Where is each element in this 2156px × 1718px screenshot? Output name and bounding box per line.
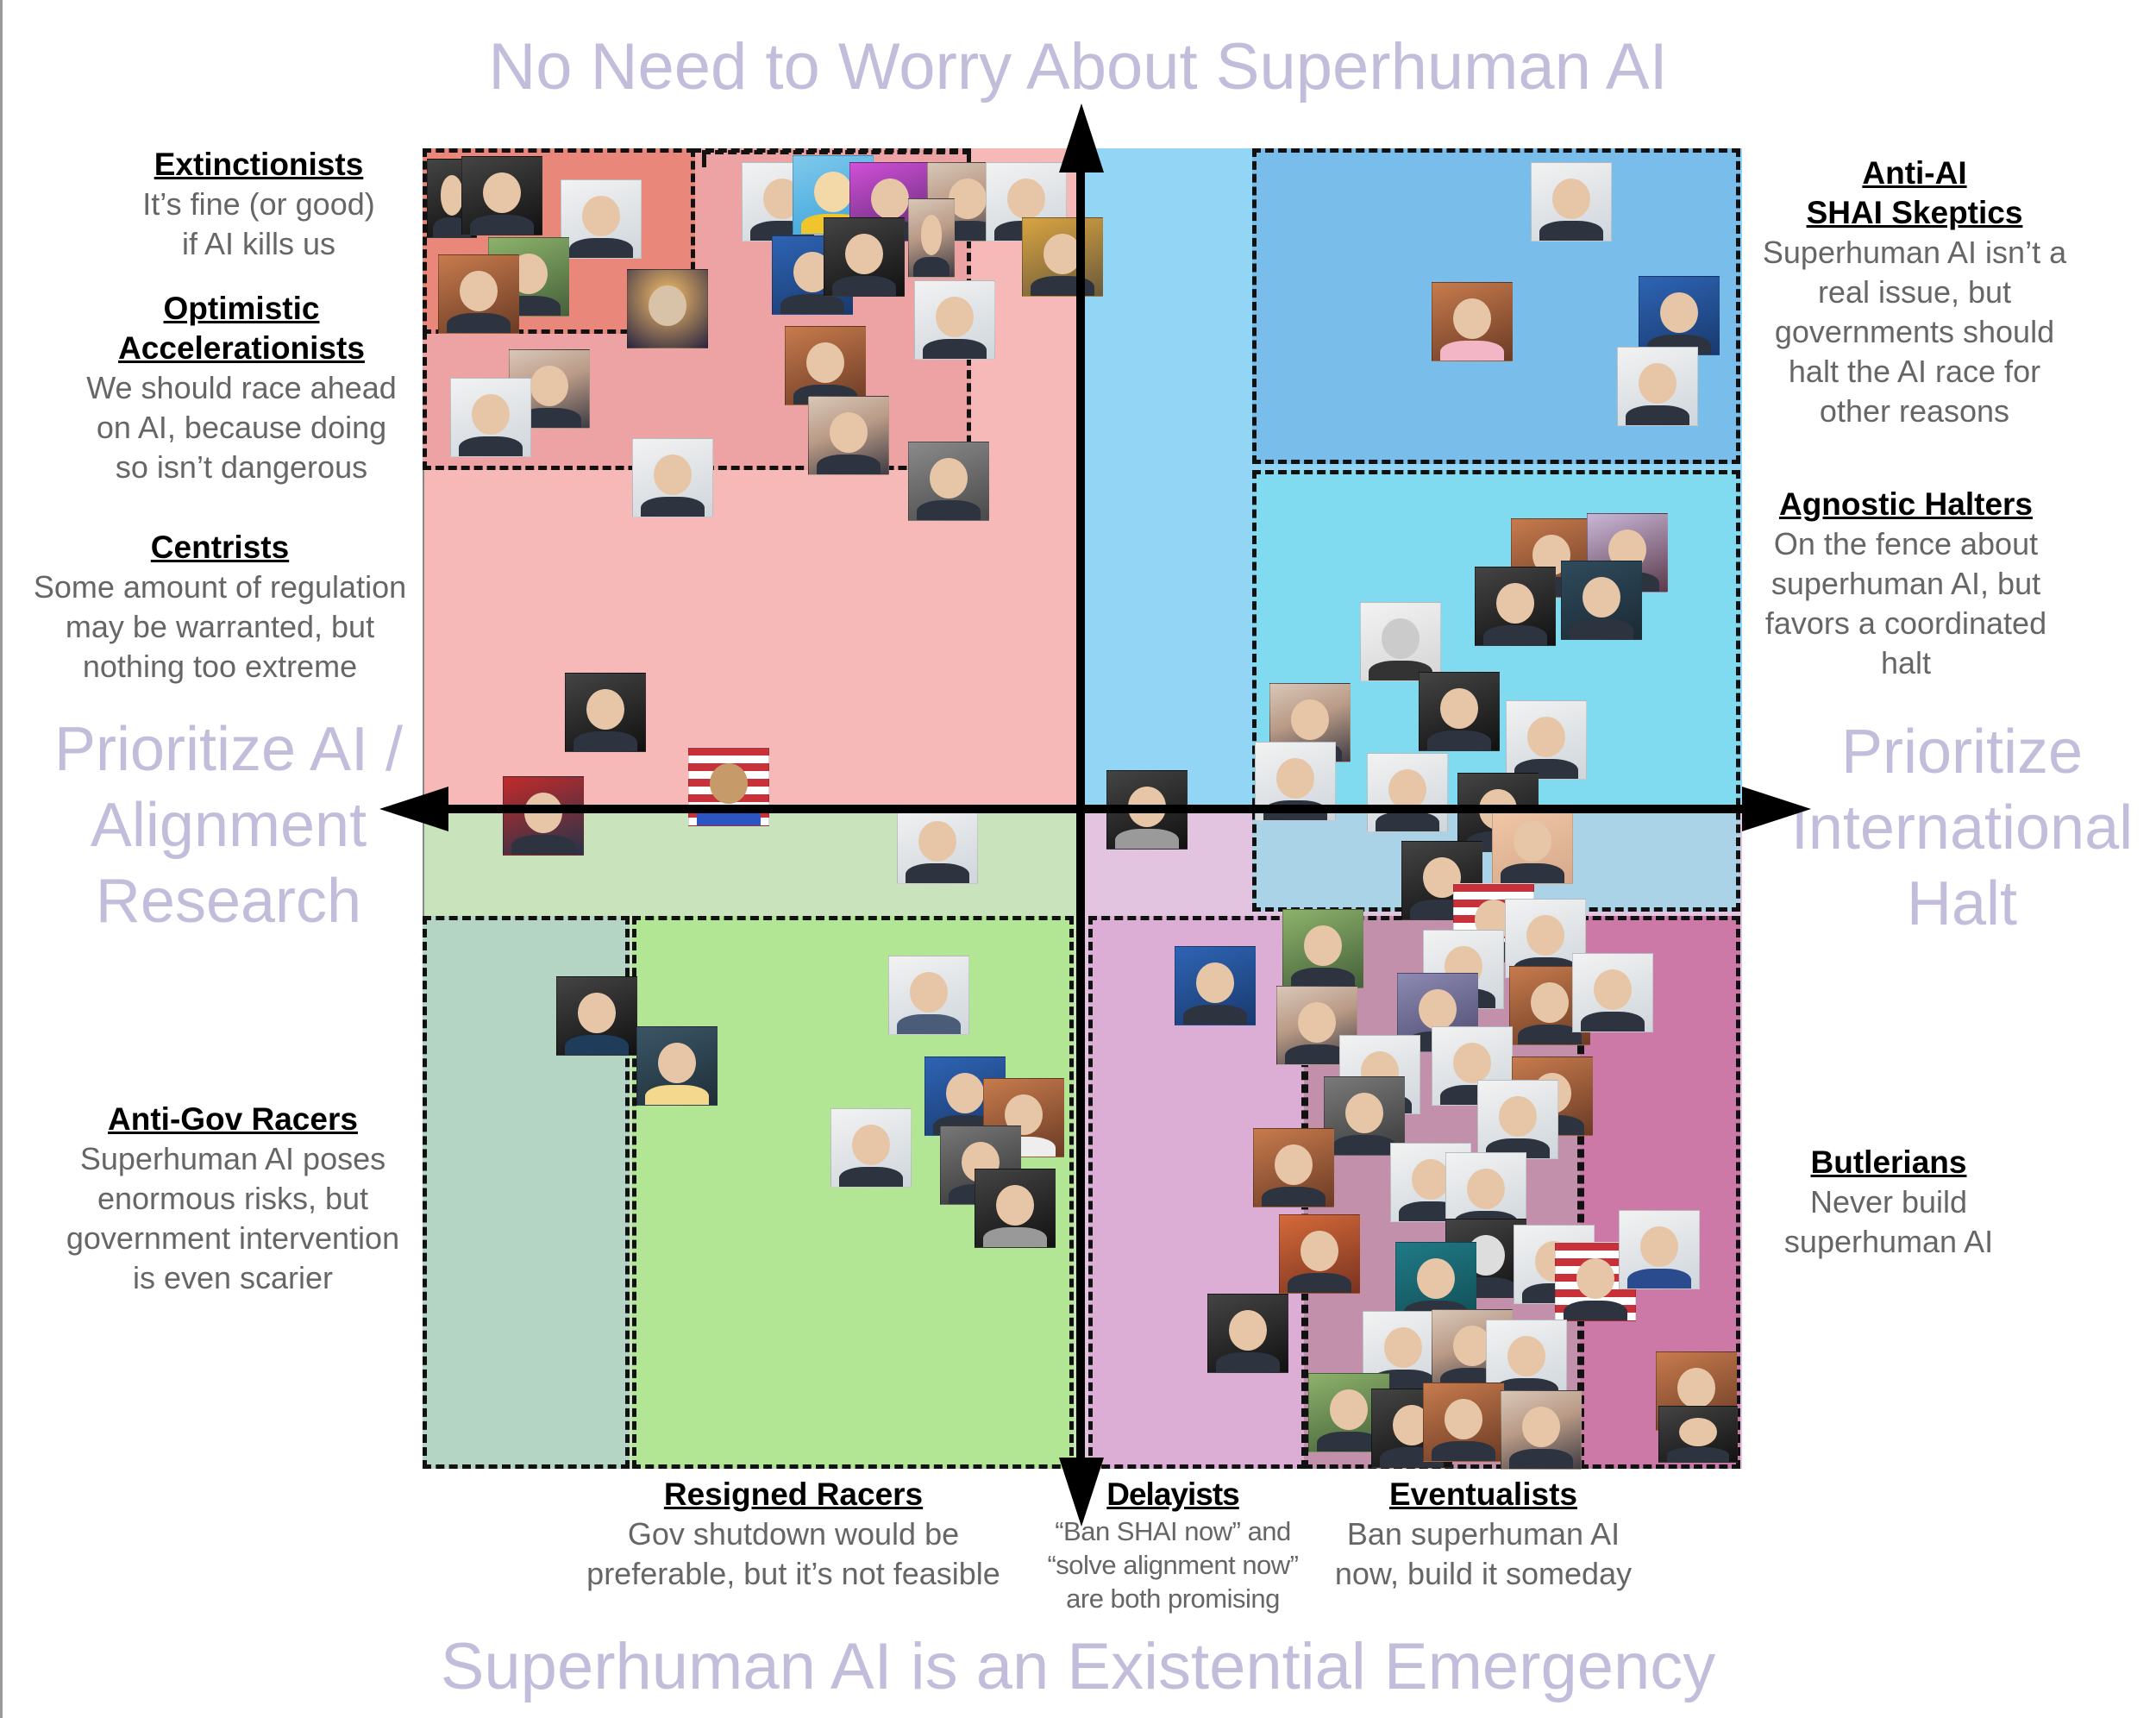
label-butlerians: Butlerians Never build superhuman AI (1759, 1143, 2018, 1262)
vertical-axis (1076, 148, 1085, 1481)
label-title: Eventualists (1389, 1477, 1577, 1512)
portrait (1501, 1390, 1582, 1470)
horizontal-axis (423, 805, 1742, 813)
portrait (908, 198, 955, 278)
label-desc: On the fence about superhuman AI, but fa… (1764, 526, 2047, 680)
portrait (888, 956, 969, 1035)
arrow-right-icon (1742, 787, 1811, 831)
label-centrists: Centrists Some amount of regulation may … (9, 528, 431, 687)
portrait (897, 805, 978, 884)
axis-title-right: Prioritize International Halt (1790, 718, 2134, 938)
region-optimistic-accelerationists-top (702, 150, 971, 167)
portrait (636, 1026, 718, 1106)
portrait (1175, 946, 1256, 1025)
axis-title-left: Prioritize AI / Alignment Research (53, 715, 404, 936)
portrait (1324, 1076, 1405, 1156)
portrait (830, 1108, 912, 1188)
portrait (1253, 1128, 1334, 1207)
label-title-line1: Optimistic (163, 291, 320, 326)
portrait (1363, 1311, 1444, 1390)
label-title: Agnostic Halters (1778, 486, 2033, 522)
axis-title-bottom: Superhuman AI is an Existential Emergenc… (440, 1630, 1716, 1703)
label-desc: Gov shutdown would be preferable, but it… (586, 1516, 1000, 1591)
arrow-left-icon (379, 787, 448, 831)
label-desc: Ban superhuman AI now, build it someday (1334, 1516, 1633, 1591)
portrait (556, 976, 637, 1056)
portrait (908, 442, 989, 521)
portrait (1572, 953, 1653, 1032)
portrait (1282, 909, 1363, 988)
label-desc: Never build superhuman AI (1783, 1184, 1994, 1259)
label-title: Delayists (1106, 1477, 1240, 1512)
portrait (1207, 1294, 1288, 1373)
portrait (438, 254, 519, 334)
page-left-border (0, 0, 3, 1718)
label-resigned-racers: Resigned Racers Gov shutdown would be pr… (561, 1475, 1026, 1594)
portrait (1279, 1214, 1360, 1294)
arrow-up-icon (1059, 103, 1104, 172)
arrow-down-icon (1059, 1458, 1104, 1527)
portrait (1432, 282, 1513, 361)
label-title: Resigned Racers (663, 1477, 924, 1512)
portrait (1360, 602, 1441, 681)
label-desc: Superhuman AI isn’t a real issue, but go… (1762, 235, 2067, 429)
label-desc: Superhuman AI poses enormous risks, but … (66, 1141, 400, 1295)
label-delayists: Delayists “Ban SHAI now” and “solve alig… (1031, 1475, 1315, 1615)
label-desc: “Ban SHAI now” and “solve alignment now”… (1047, 1516, 1299, 1614)
label-title-line2: SHAI Skeptics (1806, 195, 2023, 230)
portrait (1619, 1210, 1700, 1289)
portrait (1639, 276, 1720, 355)
portrait (1505, 899, 1586, 978)
portrait (824, 217, 905, 297)
portrait (1477, 1080, 1558, 1159)
portrait (1492, 805, 1573, 884)
portrait (1395, 1242, 1476, 1321)
portrait (1506, 700, 1587, 780)
portrait (1531, 162, 1612, 241)
portrait (461, 156, 542, 235)
label-desc: It’s fine (or good) if AI kills us (142, 186, 375, 261)
label-desc: We should race ahead on AI, because doin… (86, 370, 397, 485)
portrait (1561, 561, 1642, 640)
portrait (975, 1169, 1056, 1248)
portrait (914, 280, 995, 360)
label-agnostic-halters: Agnostic Halters On the fence about supe… (1733, 485, 2078, 683)
portrait (808, 396, 889, 475)
portrait (1658, 1406, 1738, 1463)
label-title: Butlerians (1810, 1144, 1967, 1180)
portrait (785, 326, 866, 405)
label-eventualists: Eventualists Ban superhuman AI now, buil… (1311, 1475, 1656, 1594)
portrait (1423, 1383, 1504, 1462)
label-desc: Some amount of regulation may be warrant… (33, 569, 407, 684)
label-anti-gov-racers: Anti-Gov Racers Superhuman AI poses enor… (34, 1100, 431, 1298)
portrait (632, 438, 713, 517)
portrait (1022, 217, 1103, 297)
portrait (1419, 672, 1500, 751)
portrait (503, 776, 584, 856)
label-title-line2: Accelerationists (118, 330, 365, 366)
label-title: Anti-Gov Racers (108, 1101, 358, 1137)
label-anti-ai-skeptics: Anti-AI SHAI Skeptics Superhuman AI isn’… (1733, 154, 2096, 431)
portrait-cartoon-flag (688, 747, 769, 826)
axis-title-top: No Need to Worry About Superhuman AI (488, 30, 1668, 103)
portrait (1367, 753, 1448, 832)
portrait (1475, 567, 1556, 646)
portrait (450, 378, 531, 457)
label-optimistic-accelerationists: Optimistic Accelerationists We should ra… (52, 289, 431, 487)
label-title: Centrists (150, 530, 290, 565)
portrait (565, 673, 646, 752)
portrait (1617, 347, 1698, 426)
portrait (561, 179, 642, 259)
label-title-line1: Anti-AI (1862, 155, 1967, 191)
portrait-ai-figure (627, 269, 708, 348)
label-title: Extinctionists (154, 147, 364, 182)
label-extinctionists: Extinctionists It’s fine (or good) if AI… (78, 145, 440, 264)
